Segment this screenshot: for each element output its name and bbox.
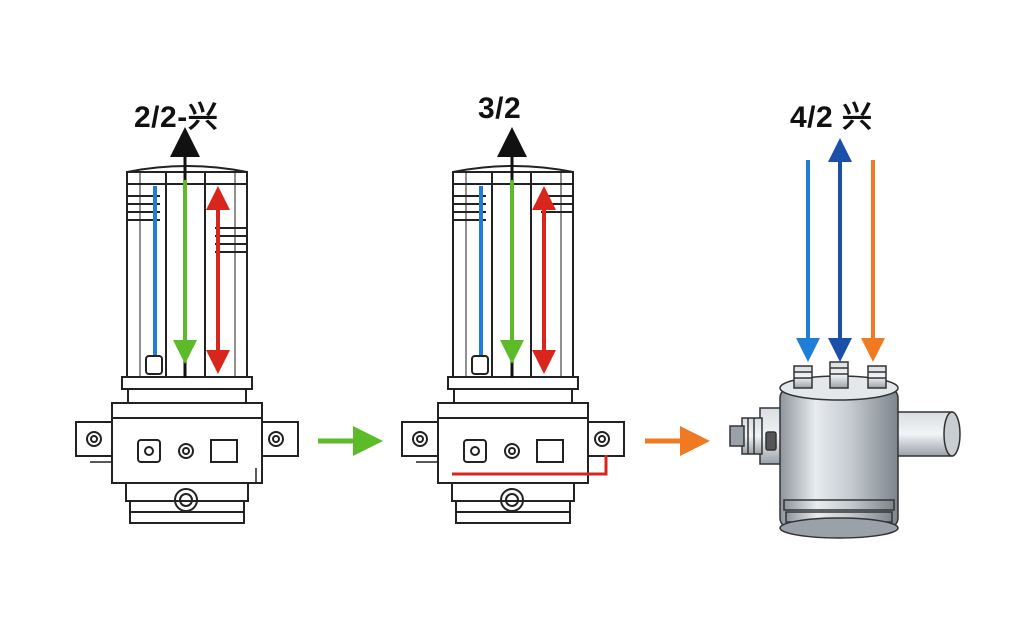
valve-3-2-label: 3/2	[478, 92, 522, 125]
valve-3-flow-arrows	[796, 138, 885, 362]
valve-2-flow-arrows	[452, 127, 608, 476]
valve-1-flow-arrows	[153, 127, 230, 378]
valve-4-2-label: 4/2 兴	[790, 101, 873, 134]
red-bypass-line	[452, 455, 608, 476]
valve-3-drawing	[729, 361, 961, 539]
